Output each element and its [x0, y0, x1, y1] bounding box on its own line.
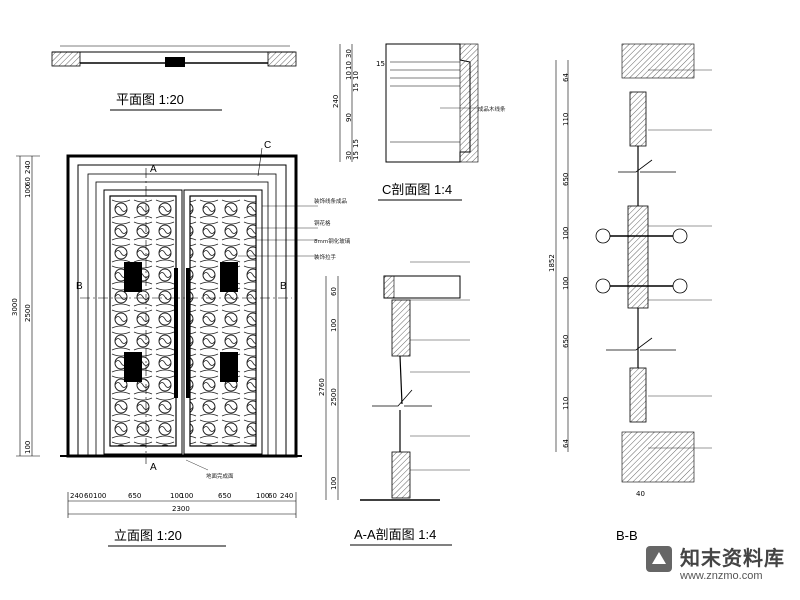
brand-logo-icon	[646, 546, 672, 572]
dim-b4: 100	[170, 492, 183, 500]
dim-total-height: 3000	[11, 298, 19, 316]
dim-a1: 100	[330, 319, 338, 332]
dim-b7: 100	[256, 492, 269, 500]
section-a-title: A-A剖面图 1:4	[354, 527, 436, 542]
section-c-title: C剖面图 1:4	[382, 182, 452, 197]
dim-bb5: 650	[562, 335, 570, 348]
elevation-bottom-dims: 240 60 100 650 100 100 650 100 60 240 23…	[67, 492, 297, 518]
dim-bb2: 650	[562, 173, 570, 186]
plan-view: 平面图 1:20	[51, 45, 297, 111]
note-trim: 装饰线条成品	[314, 197, 348, 205]
dim-c6: 240	[332, 95, 340, 108]
elevation-left-dims: 240 60 100 2500 100 3000	[11, 155, 40, 457]
dim-bb9: 40	[636, 490, 645, 498]
dim-c9: 30	[345, 151, 353, 160]
dim-bb1: 110	[562, 113, 570, 126]
marker-a-top: A	[150, 164, 157, 175]
dim-b1: 60	[84, 492, 93, 500]
dim-c0: 15	[376, 60, 385, 68]
dim-a4: 2760	[318, 378, 326, 396]
note-grille: 铜花格	[314, 219, 331, 227]
dim-b5: 100	[180, 492, 193, 500]
section-c-view: 成品木线条 15 30 10 10 10 15 240 90 15 30 15 …	[332, 43, 506, 201]
watermark-url: www.znzmo.com	[680, 570, 763, 582]
dim-bb-total: 1852	[548, 254, 556, 272]
dim-l2: 100	[24, 185, 32, 198]
dim-l1: 60	[24, 177, 32, 186]
dim-bb6: 110	[562, 397, 570, 410]
elevation-notes: 装饰线条成品 铜花格 8mm钢化玻璃 装饰拉手 地面完成面	[185, 197, 351, 480]
dim-c7: 90	[345, 113, 353, 122]
dim-c3: 10	[345, 71, 353, 80]
dim-bb7: 64	[562, 439, 570, 448]
dim-c8: 15	[352, 139, 360, 148]
section-a-view: 60 100 2500 100 2760 A-A剖面图 1:4	[318, 261, 470, 546]
watermark: 知末资料库 www.znzmo.com	[640, 534, 790, 594]
dim-a3: 100	[330, 477, 338, 490]
dim-c10: 15	[352, 151, 360, 160]
elevation-view: A A B B C 装饰线条成品 铜花格 8mm钢化玻璃 装饰拉手 地面完成面 …	[11, 140, 351, 547]
dim-b2: 100	[93, 492, 106, 500]
dim-c4: 10	[352, 71, 360, 80]
marker-b-left: B	[76, 281, 83, 292]
dim-a2: 2500	[330, 388, 338, 406]
dim-a0: 60	[330, 287, 338, 296]
note-floor: 地面完成面	[206, 472, 234, 480]
dim-b6: 650	[218, 492, 231, 500]
dim-b9: 240	[280, 492, 293, 500]
section-b-title: B-B	[616, 528, 638, 543]
dim-l4: 100	[24, 441, 32, 454]
dim-bb4: 100	[562, 277, 570, 290]
dim-bb0: 64	[562, 73, 570, 82]
dim-l3: 2500	[24, 304, 32, 322]
dim-b8: 60	[268, 492, 277, 500]
dim-b3: 650	[128, 492, 141, 500]
dim-c1: 30	[345, 49, 353, 58]
section-b-view: 64 110 650 100 100 650 110 64 1852 40 B-…	[548, 43, 712, 543]
dim-c2: 10	[345, 61, 353, 70]
marker-b-right: B	[280, 281, 287, 292]
note-handle: 装饰拉手	[314, 253, 337, 261]
marker-a-bottom: A	[150, 462, 157, 473]
dim-total-width: 2300	[172, 505, 190, 513]
watermark-brand: 知末资料库	[680, 546, 785, 570]
plan-title: 平面图 1:20	[116, 92, 184, 107]
elevation-title: 立面图 1:20	[114, 528, 182, 543]
marker-c: C	[264, 140, 271, 151]
note-glass: 8mm钢化玻璃	[314, 237, 351, 245]
section-c-note: 成品木线条	[478, 105, 506, 113]
dim-l0: 240	[24, 161, 32, 174]
dim-b0: 240	[70, 492, 83, 500]
dim-bb3: 100	[562, 227, 570, 240]
dim-c5: 15	[352, 83, 360, 92]
